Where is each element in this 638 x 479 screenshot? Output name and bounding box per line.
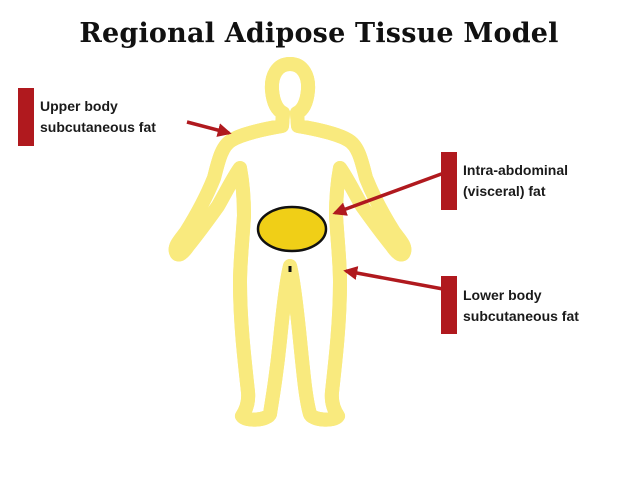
label-line: Lower body xyxy=(463,287,542,303)
label-accent-bar xyxy=(441,276,457,334)
label-line: subcutaneous fat xyxy=(40,119,156,135)
label-accent-bar xyxy=(441,152,457,210)
label-upper-body-fat: Upper body subcutaneous fat xyxy=(18,88,188,146)
upper-fat-arrow xyxy=(186,120,232,137)
label-line: Intra-abdominal xyxy=(463,162,569,178)
label-line: (visceral) fat xyxy=(463,183,546,199)
label-line: subcutaneous fat xyxy=(463,308,579,324)
pointer-arrows xyxy=(186,120,445,291)
diagram-title: Regional Adipose Tissue Model xyxy=(79,18,559,49)
label-lower-body-fat: Lower body subcutaneous fat xyxy=(441,276,621,334)
label-line: Upper body xyxy=(40,98,118,114)
visceral-fat-arrow xyxy=(332,171,445,216)
human-figure xyxy=(176,57,405,420)
label-visceral-fat: Intra-abdominal (visceral) fat xyxy=(441,152,611,210)
label-accent-bar xyxy=(18,88,34,146)
visceral-fat-ellipse xyxy=(256,205,328,253)
lower-fat-arrow xyxy=(343,266,444,291)
